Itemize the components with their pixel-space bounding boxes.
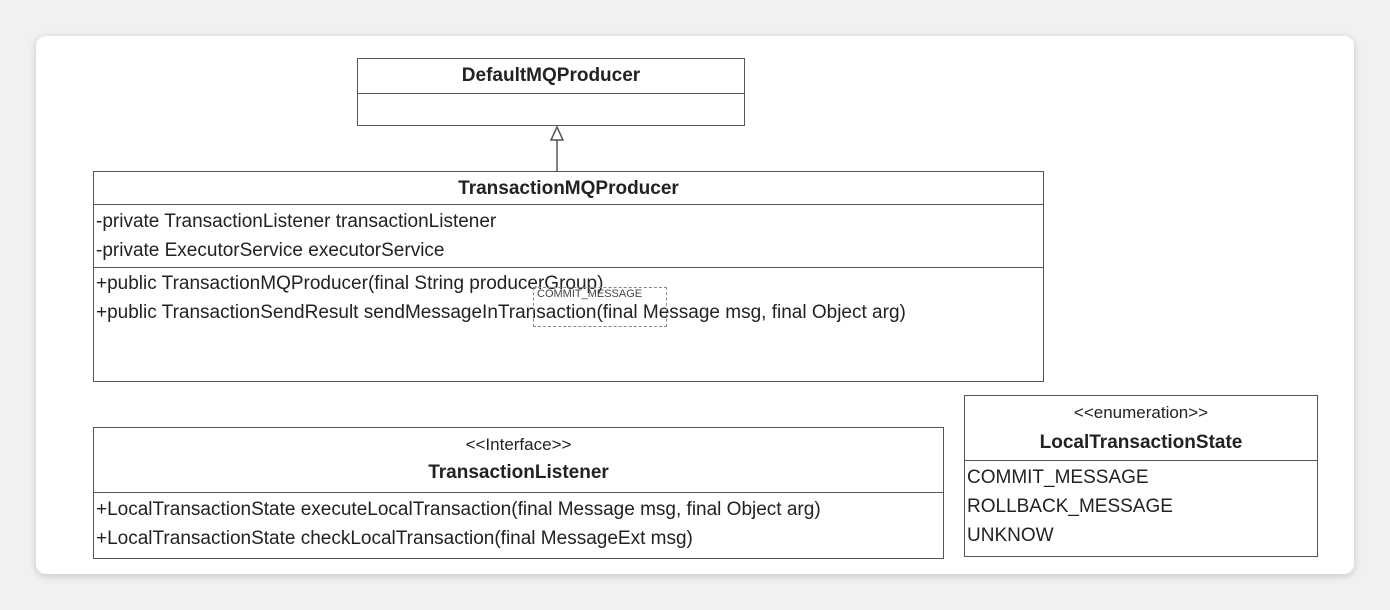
stereotype-label: <<enumeration>> [1073, 403, 1209, 422]
transaction-mq-producer-class: TransactionMQProducer -private Transacti… [93, 171, 1044, 382]
enum-literal: UNKNOW [967, 525, 1054, 546]
commit-message-overlay: COMMIT_MESSAGE [533, 287, 667, 327]
class-name: TransactionMQProducer [458, 178, 679, 199]
literals-section: COMMIT_MESSAGE ROLLBACK_MESSAGE UNKNOW [965, 460, 1317, 556]
attribute-line: -private ExecutorService executorService [96, 240, 445, 261]
operation-line: +public TransactionSendResult sendMessag… [96, 302, 906, 323]
class-body [358, 93, 744, 125]
enum-literal: COMMIT_MESSAGE [967, 467, 1149, 488]
class-name: DefaultMQProducer [461, 65, 641, 86]
enum-name: LocalTransactionState [1039, 432, 1243, 453]
operation-line: +LocalTransactionState checkLocalTransac… [96, 528, 693, 549]
operation-line: +LocalTransactionState executeLocalTrans… [96, 499, 821, 520]
interface-name: TransactionListener [428, 462, 609, 483]
enum-literal: ROLLBACK_MESSAGE [967, 496, 1173, 517]
default-mq-producer-class: DefaultMQProducer [357, 58, 745, 126]
attribute-line: -private TransactionListener transaction… [96, 211, 497, 232]
local-transaction-state-enum: <<enumeration>> LocalTransactionState CO… [964, 395, 1318, 557]
operations-section: +public TransactionMQProducer(final Stri… [94, 267, 1043, 380]
operations-section: +LocalTransactionState executeLocalTrans… [94, 492, 943, 558]
stereotype-label: <<Interface>> [465, 435, 572, 454]
operation-line: +public TransactionMQProducer(final Stri… [96, 273, 604, 294]
transaction-listener-interface: <<Interface>> TransactionListener +Local… [93, 427, 944, 559]
attributes-section: -private TransactionListener transaction… [94, 204, 1043, 267]
